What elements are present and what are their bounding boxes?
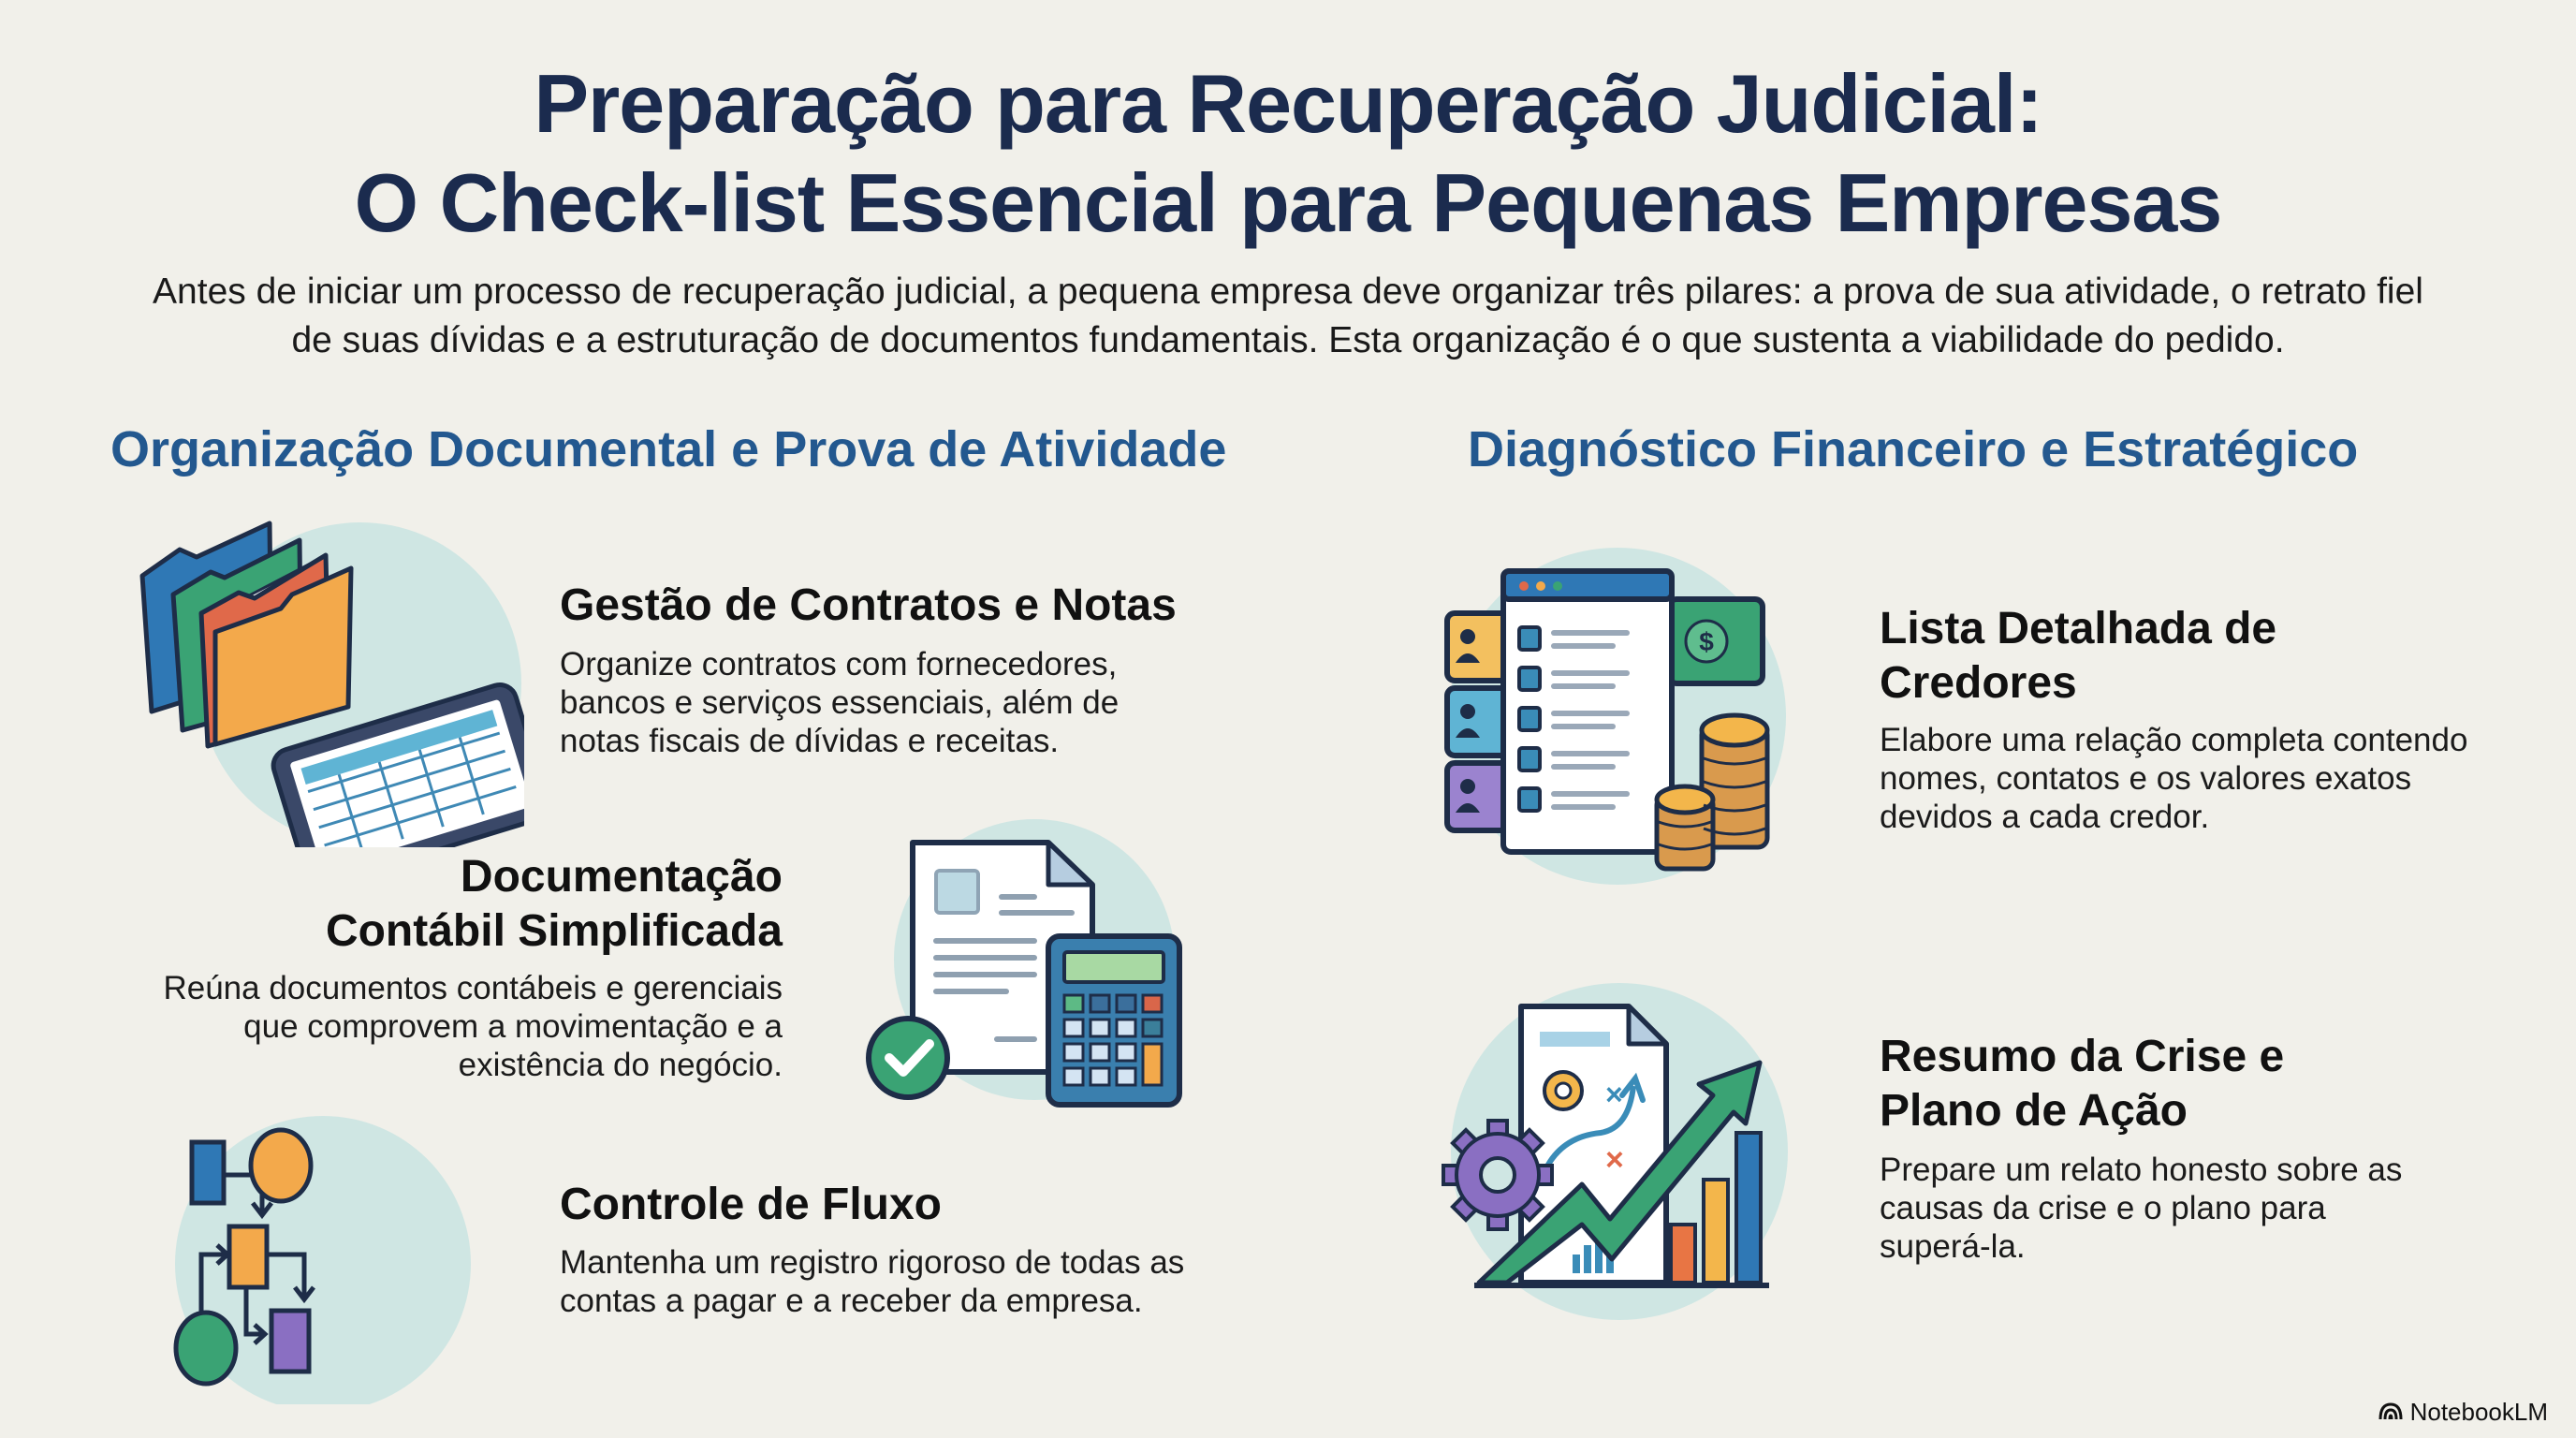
- item-desc-documentacao: Reúna documentos contábeis e gerenciais …: [163, 970, 783, 1083]
- growth-chart-plan-icon: × ×: [1442, 974, 1816, 1320]
- item-title-credores: Lista Detalhada de Credores: [1880, 602, 2276, 711]
- page-title: Preparação para Recuperação Judicial: O …: [0, 54, 2576, 253]
- title-line-1: Preparação para Recuperação Judicial:: [534, 57, 2042, 150]
- item-title-crise-line-1: Resumo da Crise e: [1880, 1032, 2285, 1081]
- svg-text:×: ×: [1605, 1078, 1623, 1111]
- creditor-list-coins-icon: $: [1440, 543, 1814, 889]
- left-section-heading: Organização Documental e Prova de Ativid…: [110, 421, 1227, 477]
- title-line-2: O Check-list Essencial para Pequenas Emp…: [354, 156, 2223, 249]
- item-title-crise: Resumo da Crise e Plano de Ação: [1880, 1030, 2284, 1138]
- document-calculator-check-icon: [847, 810, 1193, 1119]
- notebooklm-logo-icon: [2378, 1398, 2403, 1427]
- item-title-contratos: Gestão de Contratos e Notas: [560, 580, 1177, 630]
- right-section-heading: Diagnóstico Financeiro e Estratégico: [1468, 421, 2359, 477]
- item-desc-credores: Elabore uma relação completa contendo no…: [1880, 722, 2468, 835]
- intro-paragraph: Antes de iniciar um processo de recupera…: [153, 271, 2423, 360]
- folders-and-tablet-icon: [131, 510, 524, 847]
- item-title-documentacao-line-2: Contábil Simplificada: [325, 906, 783, 956]
- svg-text:×: ×: [1605, 1142, 1624, 1178]
- item-desc-fluxo: Mantenha um registro rigoroso de todas a…: [560, 1244, 1185, 1319]
- item-title-credores-line-2: Credores: [1880, 658, 2077, 708]
- item-title-crise-line-2: Plano de Ação: [1880, 1086, 2188, 1136]
- item-title-credores-line-1: Lista Detalhada de: [1880, 604, 2277, 653]
- flowchart-icon: [173, 1114, 482, 1404]
- item-title-documentacao-line-1: Documentação: [460, 852, 783, 902]
- notebooklm-brand: NotebookLM: [2378, 1398, 2548, 1427]
- item-desc-contratos: Organize contratos com fornecedores, ban…: [560, 646, 1120, 759]
- item-desc-crise: Prepare um relato honesto sobre as causa…: [1880, 1152, 2403, 1265]
- item-title-documentacao: Documentação Contábil Simplificada: [187, 850, 783, 959]
- brand-label: NotebookLM: [2409, 1398, 2548, 1426]
- item-title-fluxo: Controle de Fluxo: [560, 1180, 942, 1229]
- svg-text:$: $: [1699, 627, 1714, 656]
